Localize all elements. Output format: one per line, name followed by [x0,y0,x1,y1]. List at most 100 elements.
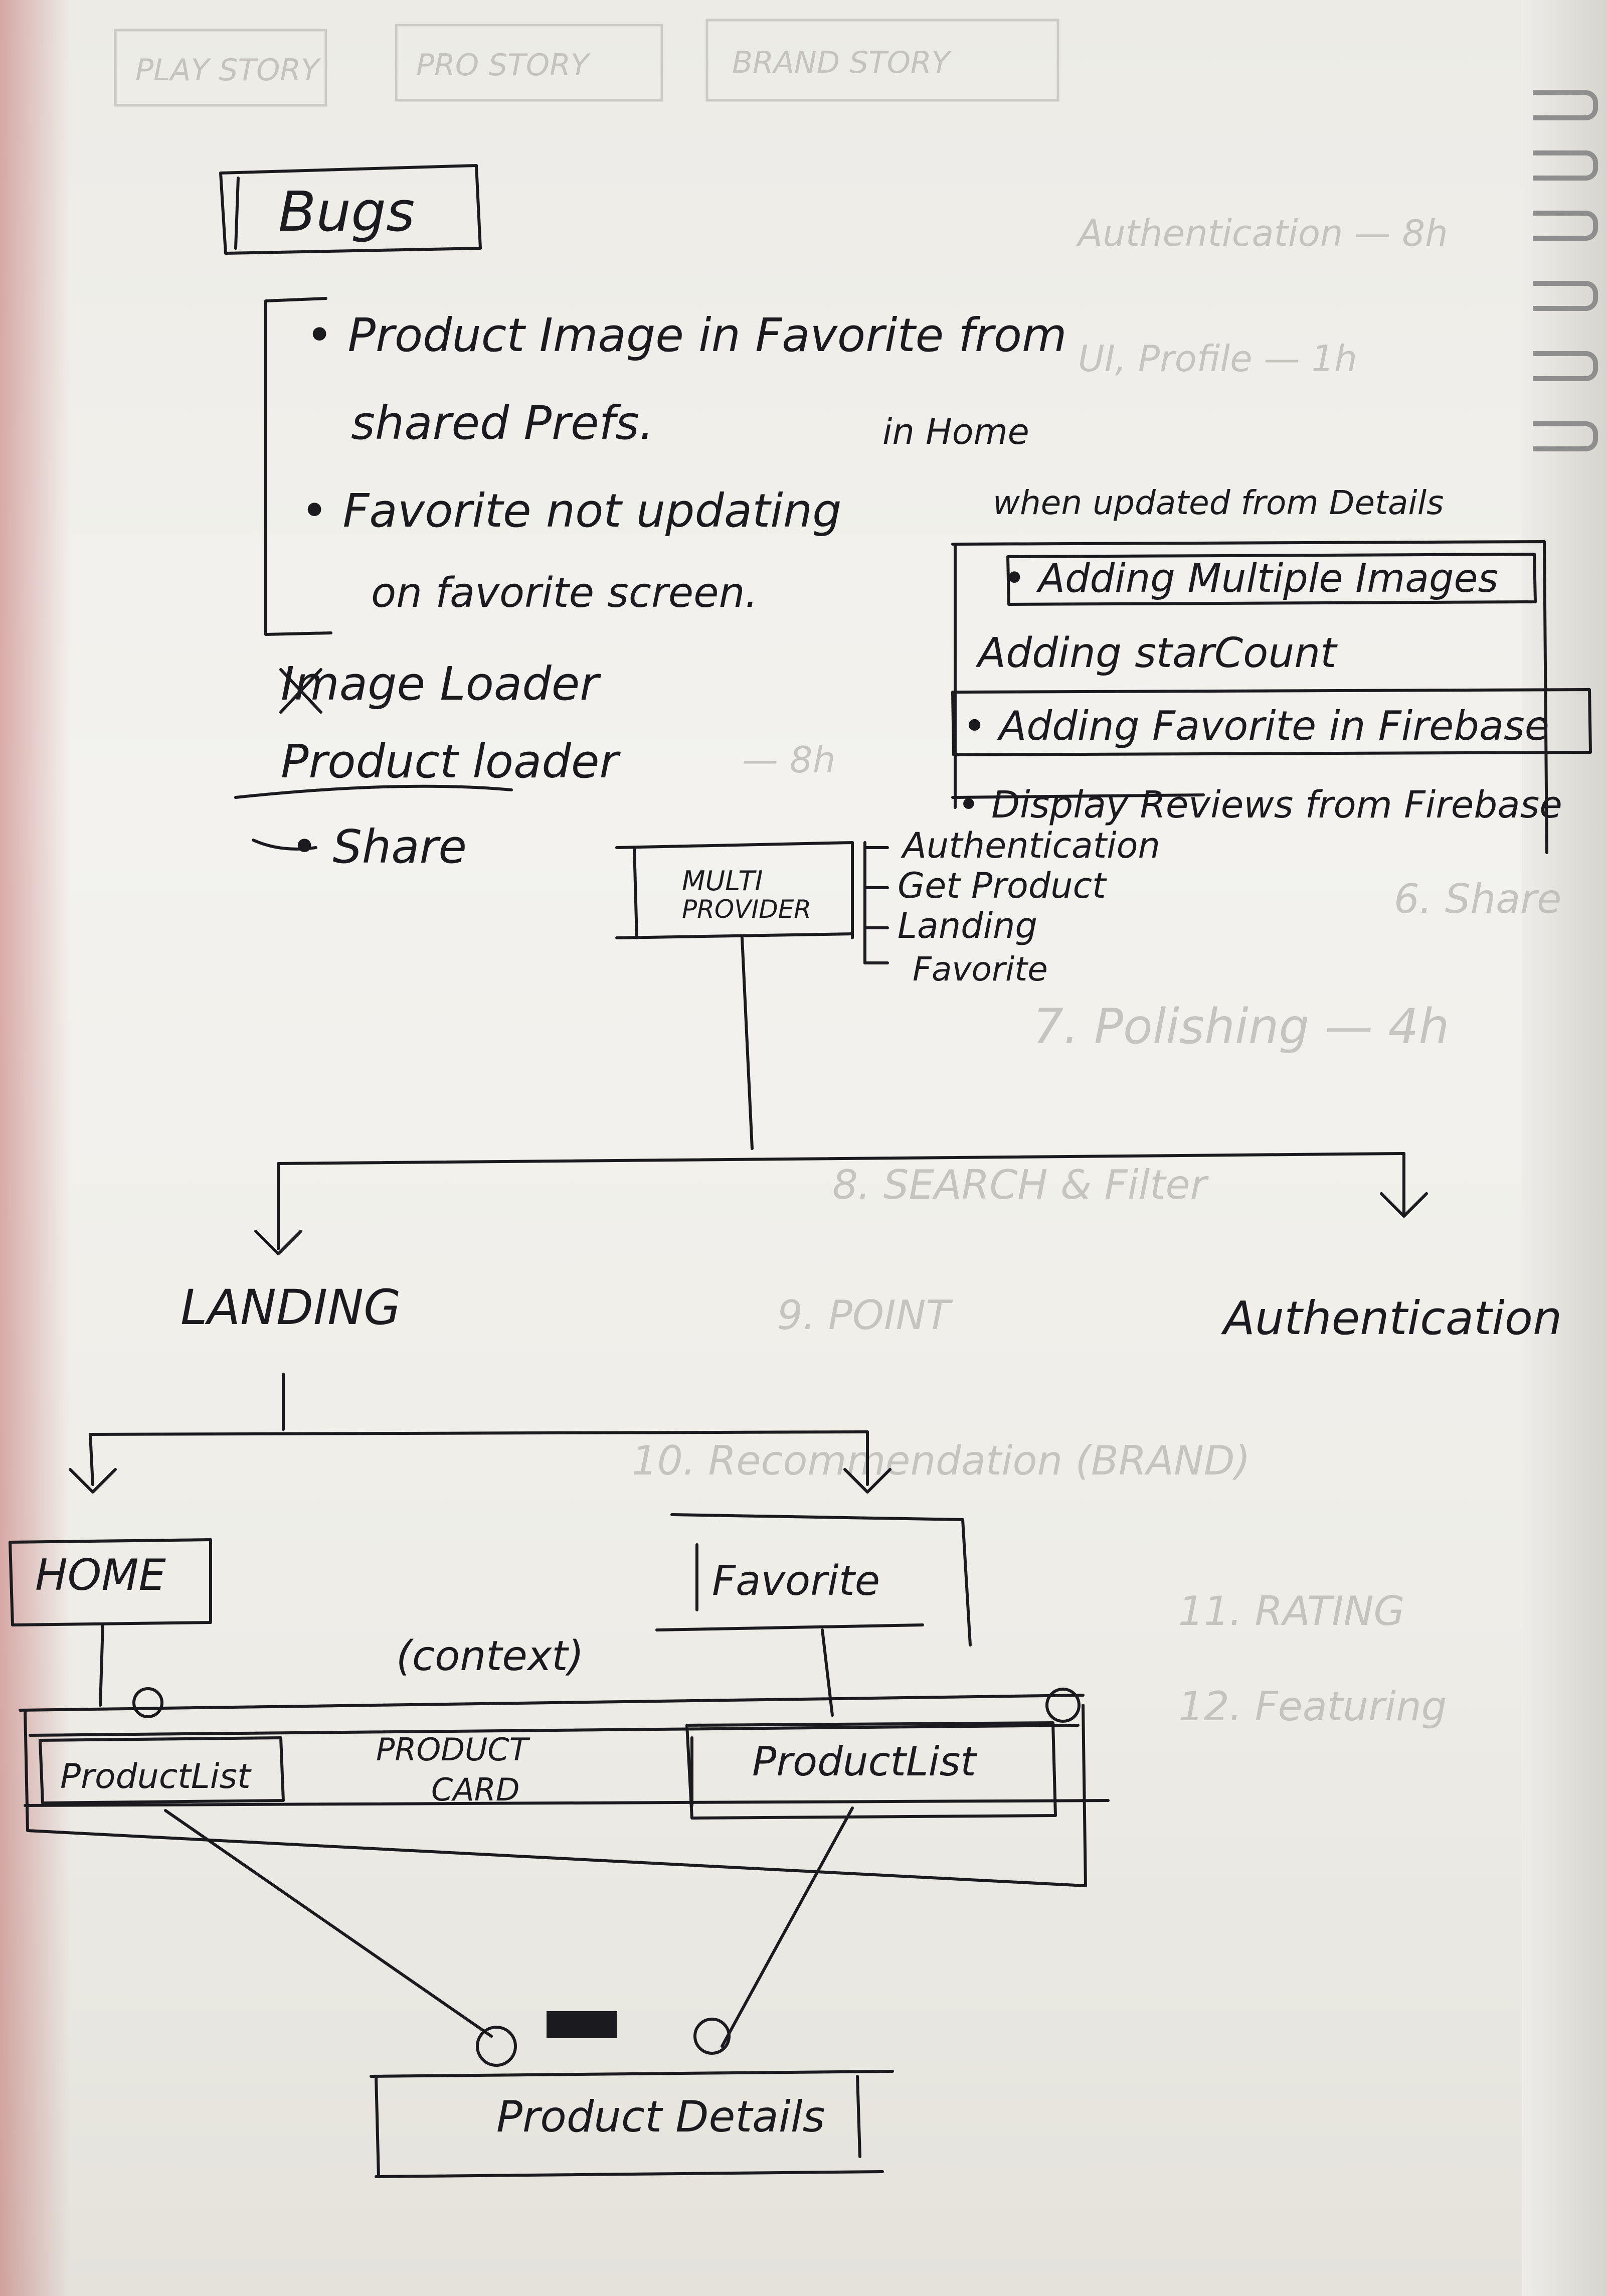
spiral-binding [1522,0,1607,2296]
ghost-layer: PLAY STORY PRO STORY BRAND STORY Authent… [114,19,1561,1730]
done-list: Image Loader Product loader • Share [234,657,621,874]
productlist-left-box [39,1736,285,1805]
productlist-right-label: ProductList [752,1738,977,1785]
bugs-title-box [234,177,240,250]
connector-circle [1045,1688,1081,1723]
connector-circle [476,2026,517,2067]
favorite-label: Favorite [712,1557,880,1605]
provider-ticks [863,846,889,964]
ghost-note: 6. Share [1394,876,1561,922]
bug-item: shared Prefs. [351,396,654,450]
connector-circle [693,2018,731,2055]
bugs-title: Bugs [278,180,415,244]
bugs-title-box [219,164,482,255]
arrow-head [843,1468,891,1494]
home-box [9,1538,212,1626]
bug-item: • Product Image in Favorite from [306,308,1067,362]
page-shadow [0,0,70,2296]
product-details-label: Product Details [496,2092,825,2142]
provider-child: Authentication [901,825,1160,866]
ghost-tab: PLAY STORY [135,53,321,88]
scribble-mark [547,2011,617,2038]
provider-child: Get Product [898,865,1107,906]
provider-label: PROVIDER [682,895,811,924]
done-underline [234,784,513,799]
todo-box-border [951,540,1548,854]
home-label: HOME [35,1550,166,1600]
tree-line [99,1623,104,1707]
provider-box [615,841,854,939]
provider-child: Landing [898,905,1037,946]
product-details-box [375,2075,861,2178]
ghost-note: 11. RATING [1178,1588,1404,1634]
todo-item: • Adding Multiple Images [1003,556,1498,601]
screen-tree: HOME Favorite (context) ProductList PROD… [9,1373,1110,2178]
binding-ring [1533,351,1598,381]
branch-line [277,1152,1405,1165]
binding-ring [1533,281,1598,311]
todo-item: • Display Reviews from Firebase [958,783,1562,827]
arrow-head [1380,1192,1428,1218]
done-item: Image Loader [281,657,601,711]
tree-line [89,1430,869,1436]
done-item: • Share [291,820,467,874]
todo-strike [951,793,1205,799]
productlist-right-box [685,1721,1057,1820]
bugs-section: Bugs • Product Image in Favorite from sh… [219,164,1444,636]
binding-ring [1533,90,1598,120]
product-card-label: PRODUCT [376,1731,530,1768]
productlist-left-label: ProductList [60,1757,252,1796]
done-underline [252,839,317,851]
bug-item: in Home [882,411,1029,452]
bugs-bracket [264,297,332,636]
todo-item-box [1006,553,1537,606]
bug-item: on favorite screen. [371,569,758,617]
provider-stem [741,936,754,1150]
ghost-note: 7. Polishing — 4h [1033,999,1449,1055]
ghost-tab-box [114,29,327,107]
todo-item: Adding starCount [975,629,1338,677]
bug-item: • Favorite not updating [301,484,842,538]
bug-item: when updated from Details [993,483,1444,522]
binding-ring [1533,421,1598,451]
product-details-box [370,2070,894,2178]
ghost-note: 12. Featuring [1178,1683,1447,1730]
provider-child: Favorite [913,950,1048,989]
favorite-box [655,1513,972,1647]
nav-arrow-right [721,1807,854,2048]
arrow-head [69,1468,117,1494]
product-card-label: CARD [431,1771,520,1808]
ghost-note: 8. SEARCH & Filter [832,1162,1209,1208]
authentication-node: Authentication [1221,1291,1562,1345]
context-frame [19,1694,1110,1807]
done-check [279,668,322,714]
todo-item: • Adding Favorite in Firebase [963,703,1549,749]
ghost-note: 10. Recommendation (BRAND) [632,1437,1251,1484]
binding-ring [1533,150,1598,181]
context-frame [24,1704,1087,1887]
connector-circle [132,1687,163,1718]
multi-provider: MULTI PROVIDER Authentication Get Produc… [254,825,1428,1255]
ghost-note: UI, Profile — 1h [1078,338,1357,380]
tree-line [821,1628,834,1717]
todo-item-box [951,688,1592,756]
landing-node: LANDING [181,1279,401,1336]
ghost-note: Authentication — 8h [1076,212,1448,254]
ghost-tab-box [705,19,1059,102]
arrow-head [254,1230,302,1255]
context-label: (context) [396,1632,584,1680]
tree-line [89,1433,94,1486]
ghost-tab-box [395,24,663,102]
provider-box [633,841,854,939]
done-item: Product loader [281,735,621,788]
nav-arrow-left [164,1809,493,2038]
binding-ring [1533,211,1598,241]
ghost-note: — 8h [742,739,835,781]
todo-box: • Adding Multiple Images Adding starCoun… [951,540,1592,854]
ghost-tab: BRAND STORY [732,45,952,80]
ghost-tab: PRO STORY [416,48,591,83]
provider-label: MULTI [682,865,763,897]
ghost-note: 9. POINT [777,1292,953,1339]
